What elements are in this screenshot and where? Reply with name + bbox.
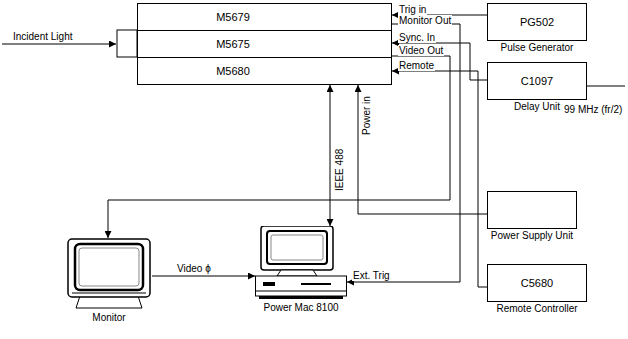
camera-unit: M5679: [137, 3, 392, 31]
signal-line: [392, 71, 487, 287]
signal-name: Video ϕ: [176, 263, 212, 274]
signal-name: Monitor Out: [398, 15, 452, 26]
signal-name: Power in: [361, 95, 372, 136]
signal-line: [330, 85, 331, 226]
device-caption: Power Supply Unit: [491, 230, 573, 241]
frequency-label: 99 MHz (fr/2): [563, 104, 623, 115]
device-box: Power Supply Unit: [487, 191, 577, 229]
signal-name: IEEE 488: [334, 148, 345, 192]
signal-name: Sync. In: [398, 32, 436, 43]
signal-name: Ext. Trig: [352, 270, 391, 281]
signal-name: Trig in: [398, 4, 427, 15]
device-name: C5680: [488, 277, 586, 289]
camera-unit: M5680: [137, 57, 392, 85]
device-name: M5679: [138, 11, 328, 23]
device-box: C1097Delay Unit: [487, 62, 587, 100]
device-caption: Delay Unit: [514, 101, 560, 112]
device-name: M5675: [138, 38, 328, 50]
mac-drawing: [255, 226, 347, 300]
signal-line: [358, 85, 487, 214]
monitor-drawing: [66, 238, 152, 310]
device-caption: Power Mac 8100: [263, 302, 338, 313]
signal-name: Video Out: [398, 45, 444, 56]
lens: [117, 30, 137, 57]
device-caption: Pulse Generator: [501, 42, 574, 53]
device-box: PG502Pulse Generator: [487, 3, 587, 41]
device-name: C1097: [488, 75, 586, 87]
camera-unit: M5675: [137, 30, 392, 58]
incident-light-arrow: [2, 44, 116, 45]
device-box: C5680Remote Controller: [487, 264, 587, 302]
signal-line: [392, 43, 487, 80]
signal-name: Remote: [398, 60, 435, 71]
device-caption: Monitor: [92, 312, 125, 323]
device-name: PG502: [488, 16, 586, 28]
incident-light-label: Incident Light: [12, 31, 74, 42]
device-name: M5680: [138, 65, 328, 77]
device-caption: Remote Controller: [496, 303, 577, 314]
signal-line: [152, 276, 255, 277]
monitor-icon: Monitor: [66, 238, 152, 310]
signal-line: [108, 56, 450, 238]
computer-icon: Power Mac 8100: [255, 226, 347, 300]
